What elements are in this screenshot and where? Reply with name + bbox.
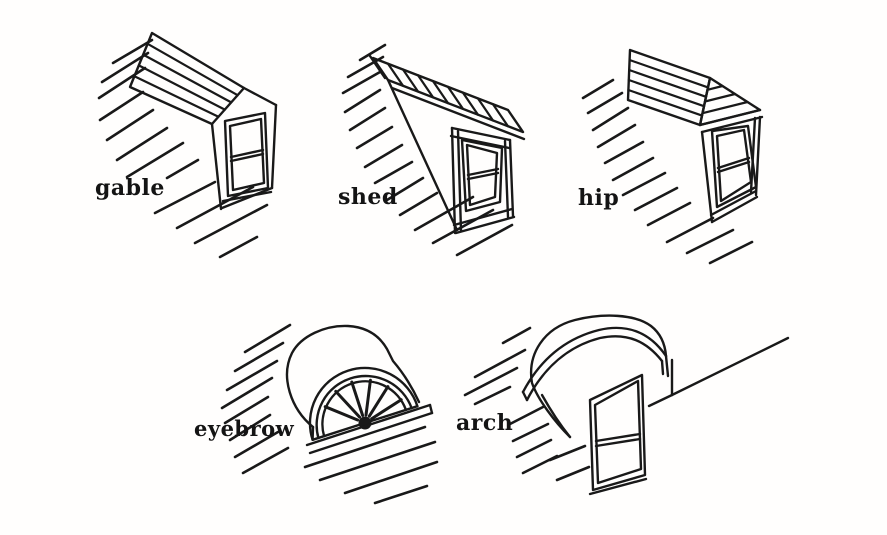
- shed-dormer-illustration: [341, 43, 526, 257]
- arch-window: [588, 373, 648, 496]
- hip-window: [710, 124, 758, 209]
- shed-dormer-body: [386, 78, 516, 235]
- eyebrow-dormer-illustration: [220, 323, 439, 505]
- shed-dormer-figure: [340, 20, 575, 270]
- hip-label: hip: [578, 185, 620, 211]
- arch-dormer-illustration: [463, 314, 790, 496]
- gable-label: gable: [95, 175, 165, 201]
- gable-dormer-body: [210, 86, 278, 211]
- roof-hatching: [220, 323, 439, 505]
- shed-window: [460, 138, 504, 213]
- roof-planks: [133, 42, 239, 118]
- eyebrow-label: eyebrow: [194, 416, 295, 441]
- hip-dormer-illustration: [581, 48, 764, 265]
- main-roof-edge: [647, 336, 790, 408]
- shed-roof-plane: [368, 54, 526, 141]
- roof-hatching: [581, 78, 754, 265]
- roof-planks: [386, 62, 510, 128]
- eyebrow-fan-window: [308, 366, 419, 441]
- gable-roof-plane: [128, 31, 246, 126]
- eyebrow-sill: [305, 403, 434, 455]
- roof-planks: [701, 84, 749, 115]
- arch-dormer-figure: [445, 300, 790, 515]
- roof-hatching: [463, 326, 591, 482]
- gable-dormer-figure: [95, 10, 330, 270]
- roof-hatching: [97, 38, 269, 259]
- roof-planks: [627, 58, 710, 117]
- arch-label: arch: [456, 410, 514, 436]
- gable-window: [221, 111, 273, 203]
- gable-dormer-illustration: [97, 31, 278, 259]
- eyebrow-dormer-figure: [185, 305, 445, 520]
- roof-hatching: [341, 43, 514, 257]
- arch-roof-dome: [521, 314, 670, 439]
- hip-roof-left-face: [626, 48, 712, 127]
- shed-label: shed: [338, 184, 398, 210]
- hip-dormer-figure: [580, 25, 825, 275]
- fan-spokes: [323, 378, 403, 422]
